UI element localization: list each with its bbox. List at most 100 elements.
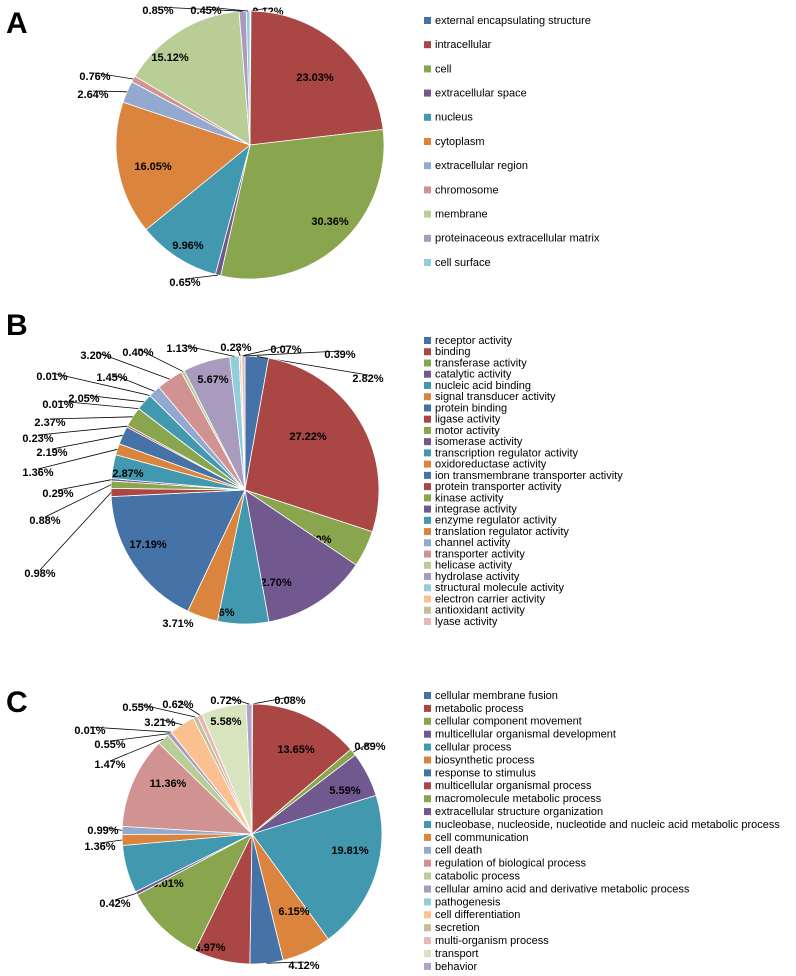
legend-label-A-5: cytoplasm [435,136,485,148]
slice-label-C-1: 13.65% [277,744,315,756]
pie-slice-C-4 [251,794,383,940]
pie-slice-C-13 [121,742,254,835]
legend-swatch-C-19 [424,937,431,945]
slice-label-C-20: 5.58% [210,716,241,728]
legend-swatch-B-5 [424,393,431,401]
leader-line-A-6 [92,90,128,93]
legend-label-B-10: transcription regulator activity [435,447,579,459]
legend-label-B-11: oxidoreductase activity [435,459,547,471]
slice-label-B-20: 0.40% [122,347,153,359]
slice-label-B-17: 0.01% [36,371,67,383]
slice-label-B-22: 1.13% [166,343,197,355]
slice-label-B-21: 5.67% [197,374,228,386]
pie-slice-A-1 [249,10,384,146]
slice-label-C-15: 0.55% [94,739,125,751]
slice-label-C-19: 0.62% [162,699,193,711]
slice-label-C-16: 0.01% [74,725,105,737]
leader-line-A-9 [157,6,243,12]
legend-swatch-B-4 [424,381,431,389]
pie-slice-A-8 [134,11,251,146]
legend-swatch-B-10 [424,449,431,457]
legend-label-B-8: motor activity [435,425,500,437]
legend-label-A-10: cell surface [435,257,491,269]
leader-line-C-12 [102,826,123,831]
legend-label-B-25: lyase activity [435,616,498,628]
legend-label-B-6: protein binding [435,402,507,414]
leader-line-A-7 [94,72,134,80]
slice-label-B-23: 0.23% [220,342,251,354]
legend-swatch-B-25 [424,618,431,625]
legend-label-A-1: intracellular [435,39,492,51]
slice-label-B-14: 2.37% [34,417,65,429]
leader-line-B-8 [44,484,112,518]
legend-swatch-C-20 [424,950,431,957]
legend-swatch-B-24 [424,606,431,614]
legend-swatch-B-19 [424,550,431,558]
legend-label-C-13: regulation of biological process [435,858,587,870]
leader-line-C-9 [114,893,137,901]
legend-swatch-B-16 [424,516,431,524]
legend-label-B-18: channel activity [435,537,511,549]
legend-swatch-B-11 [424,460,431,468]
legend-label-C-19: multi-organism process [435,935,549,947]
slice-label-C-11: 1.36% [84,841,115,853]
slice-label-B-18: 1.45% [96,372,127,384]
slice-label-B-25: 0.39% [324,349,355,361]
legend-swatch-C-12 [424,846,431,854]
legend-label-A-2: cell [435,63,452,75]
slice-label-A-4: 9.96% [172,240,203,252]
leader-line-C-14 [109,738,164,762]
legend-label-C-10: nucleobase, nucleoside, nucleotide and n… [435,819,780,831]
legend-label-C-8: macromolecule metabolic process [435,793,602,805]
legend-label-C-20: transport [435,948,478,960]
legend-label-B-23: electron carrier activity [435,593,546,605]
legend-swatch-B-9 [424,438,431,446]
legend-swatch-B-17 [424,528,431,536]
leader-line-B-23 [235,343,241,357]
legend-swatch-B-7 [424,415,431,423]
leader-line-B-7 [39,492,112,571]
legend-label-B-4: nucleic acid binding [435,380,531,392]
leader-line-C-21 [225,696,250,705]
slice-label-B-5: 3.71% [162,618,193,630]
leader-line-A-10 [205,6,249,12]
slice-label-A-2: 30.36% [311,216,349,228]
legend-label-C-15: cellular amino acid and derivative metab… [435,883,690,895]
slice-label-B-7: 0.98% [24,568,55,580]
legend-swatch-A-9 [424,234,431,242]
legend-label-B-22: structural molecule activity [435,582,564,594]
legend-label-B-14: kinase activity [435,492,504,504]
legend-label-B-9: isomerase activity [435,436,523,448]
legend-label-C-18: secretion [435,922,480,934]
panel-letter-C: C [6,686,28,719]
legend-swatch-C-5 [424,756,431,764]
slice-label-C-12: 0.99% [87,825,118,837]
legend-label-C-7: multicellular organismal process [435,780,592,792]
legend-label-A-0: external encapsulating structure [435,15,591,27]
slice-label-B-1: 27.22% [289,431,327,443]
leader-line-B-17 [51,372,151,396]
legend-label-B-21: hydrolase activity [435,571,520,583]
slice-label-A-5: 16.05% [134,161,172,173]
legend-swatch-A-8 [424,210,431,218]
legend-label-B-1: binding [435,346,470,358]
legend-swatch-C-4 [424,743,431,751]
slice-label-B-12: 2.19% [36,447,67,459]
legend-label-B-2: transferase activity [435,357,527,369]
legend-swatch-C-18 [424,924,431,932]
slice-label-A-3: 0.65% [169,277,200,289]
legend-swatch-A-4 [424,113,431,121]
pie-slice-B-1 [244,357,380,533]
legend-swatch-A-7 [424,186,431,194]
legend-label-A-4: nucleus [435,112,473,124]
pie-slice-A-4 [145,143,251,275]
legend-swatch-B-2 [424,359,431,367]
legend-label-A-6: extracellular region [435,160,528,172]
legend-label-C-0: cellular membrane fusion [435,690,558,702]
slice-label-C-18: 0.55% [122,702,153,714]
slice-label-B-9: 0.29% [42,488,73,500]
legend-swatch-C-8 [424,795,431,803]
legend-label-B-7: ligase activity [435,414,501,426]
slice-label-B-19: 3.20% [80,350,111,362]
legend-swatch-C-1 [424,704,431,712]
